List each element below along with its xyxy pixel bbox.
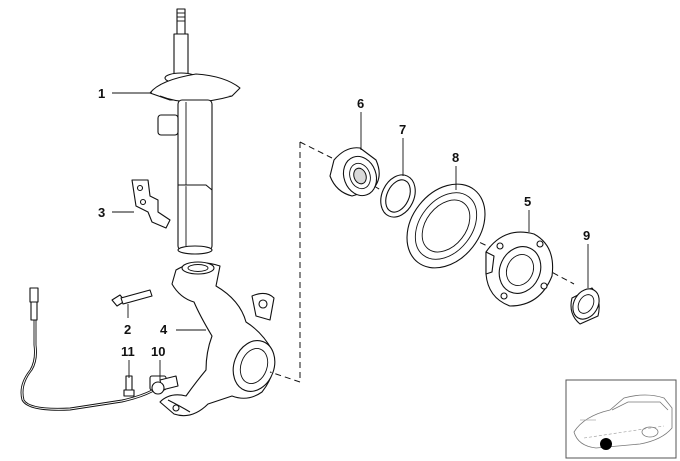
steering-knuckle[interactable] [159, 261, 282, 417]
callout-2: 2 [124, 322, 131, 337]
callout-10: 10 [151, 344, 165, 359]
leader-lines [112, 92, 589, 380]
dust-shield[interactable] [391, 169, 501, 283]
callout-4: 4 [160, 322, 168, 337]
strut-assembly[interactable] [149, 8, 241, 255]
callout-6: 6 [357, 96, 364, 111]
bolt[interactable] [111, 289, 153, 307]
callouts: 1 3 2 4 6 7 8 5 9 10 11 [98, 86, 590, 359]
callout-7: 7 [399, 122, 406, 137]
callout-11: 11 [121, 344, 135, 359]
wheel-bearing[interactable] [329, 147, 382, 201]
bracket[interactable] [131, 179, 171, 229]
assembly-axis [269, 142, 301, 383]
screw[interactable] [123, 375, 135, 397]
car-outline-icon [573, 394, 673, 449]
collar-nut[interactable] [568, 284, 605, 325]
circlip[interactable] [374, 169, 422, 222]
callout-5: 5 [524, 194, 531, 209]
wheel-hub[interactable] [485, 231, 554, 307]
callout-8: 8 [452, 150, 459, 165]
callout-1: 1 [98, 86, 105, 101]
location-marker-icon [600, 438, 612, 450]
vehicle-location-thumbnail[interactable] [565, 379, 677, 459]
callout-9: 9 [583, 228, 590, 243]
assembly-axis-link [299, 141, 333, 159]
speed-sensor[interactable] [151, 375, 179, 395]
callout-3: 3 [98, 205, 105, 220]
speed-sensor-cable[interactable] [20, 287, 167, 411]
